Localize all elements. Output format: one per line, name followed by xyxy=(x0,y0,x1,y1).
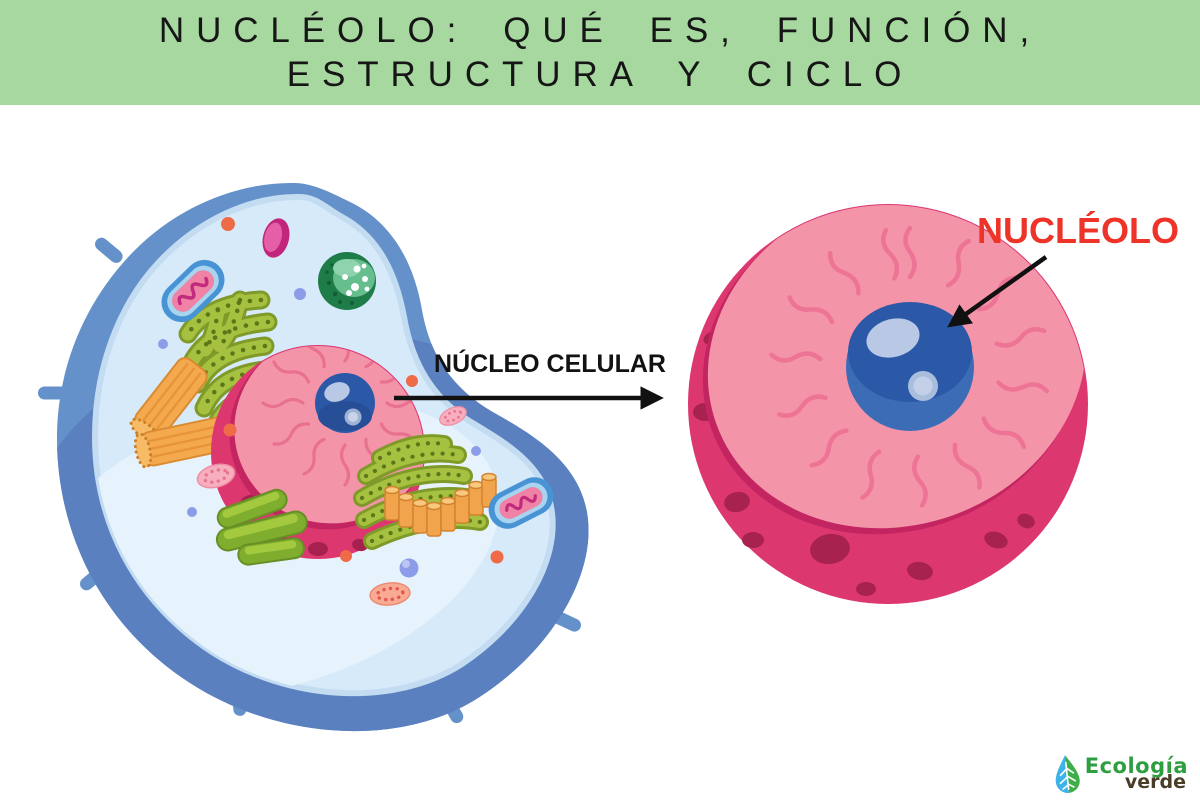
leaf-icon xyxy=(1055,755,1080,793)
nucleolus xyxy=(315,373,375,433)
lysosome xyxy=(262,218,290,258)
animal-cell xyxy=(38,182,589,732)
peroxisome xyxy=(369,582,411,606)
page-title-line1: NUCLÉOLO: QUÉ ES, FUNCIÓN, xyxy=(158,11,1042,51)
nucleolus-highlight xyxy=(866,318,920,358)
peroxisome xyxy=(196,463,236,489)
nucleolus-highlight xyxy=(324,382,350,402)
cytoplasm-particles xyxy=(158,217,504,578)
brand-logo: Ecología verde xyxy=(1052,754,1188,794)
peroxisome xyxy=(439,406,467,426)
mitochondrion xyxy=(161,259,225,323)
nucleus-enlarged xyxy=(688,204,1088,604)
nucleolus-label: NUCLÉOLO xyxy=(977,210,1179,251)
nucleolus-enlarged xyxy=(846,302,974,431)
brand-name-top: Ecología xyxy=(1084,754,1188,778)
page-title-line2: ESTRUCTURA Y CICLO xyxy=(286,54,914,94)
title-banner: NUCLÉOLO: QUÉ ES, FUNCIÓN, ESTRUCTURA Y … xyxy=(0,0,1200,105)
vesicle xyxy=(318,252,376,310)
cell-nucleus-label: NÚCLEO CELULAR xyxy=(434,350,666,378)
golgi-apparatus xyxy=(215,488,308,566)
centrioles xyxy=(129,357,236,469)
brand-name-bottom: verde xyxy=(1124,771,1186,793)
mitochondrion xyxy=(488,477,554,529)
nucleolus-arrow xyxy=(947,255,1048,328)
